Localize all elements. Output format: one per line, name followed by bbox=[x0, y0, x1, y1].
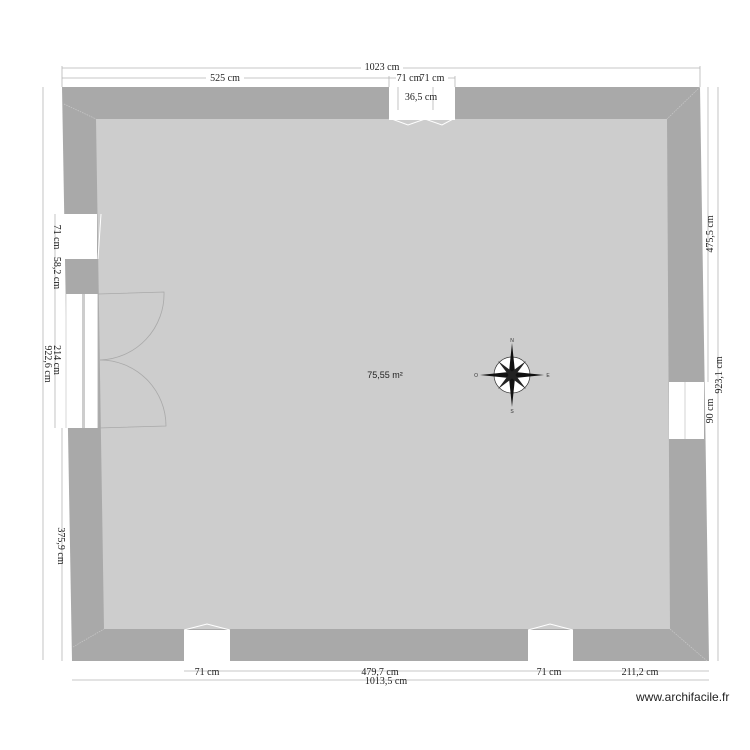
door-left-double[interactable] bbox=[65, 291, 167, 429]
dim-bottom-right-segment: 211,2 cm bbox=[622, 667, 659, 678]
dim-top-left-segment: 525 cm bbox=[210, 73, 240, 84]
dim-left-door-width: 214 cm bbox=[51, 345, 62, 375]
window-bottom-left[interactable] bbox=[183, 623, 231, 662]
dim-left-segment: 58,2 cm bbox=[51, 257, 62, 289]
dim-left-window-width: 71 cm bbox=[51, 225, 62, 250]
wall-corner-lines bbox=[63, 86, 708, 662]
watermark-link[interactable]: www.archifacile.fr bbox=[636, 690, 730, 704]
dimension-right: 475,5 cm 923,1 cm 90 cm bbox=[705, 87, 725, 661]
window-top[interactable] bbox=[388, 87, 456, 126]
compass-west: O bbox=[474, 373, 478, 379]
window-right[interactable] bbox=[669, 382, 704, 439]
compass-south: S bbox=[510, 409, 514, 415]
dimension-bottom: 71 cm 479,7 cm 71 cm 211,2 cm 1013,5 cm bbox=[72, 667, 709, 687]
dim-right-window-width: 90 cm bbox=[705, 398, 716, 423]
dim-top-window-overlap: 71 cm bbox=[420, 73, 445, 84]
compass-north: N bbox=[510, 338, 514, 344]
dim-left-total: 922,6 cm bbox=[42, 345, 53, 382]
dim-bottom-total: 1013,5 cm bbox=[365, 676, 407, 687]
dim-top-total: 1023 cm bbox=[365, 62, 400, 73]
dim-bottom-right-window: 71 cm bbox=[537, 667, 562, 678]
dim-right-top-segment: 475,5 cm bbox=[705, 215, 716, 252]
dim-top-window-width: 71 cm bbox=[397, 73, 422, 84]
dim-bottom-middle-segment: 479,7 cm bbox=[361, 667, 398, 678]
dim-top-window-depth: 36,5 cm bbox=[405, 92, 437, 103]
window-bottom-right[interactable] bbox=[527, 623, 574, 662]
dimension-top: 1023 cm 525 cm 71 cm 71 cm 36,5 cm bbox=[61, 61, 701, 103]
dimension-left: 71 cm 58,2 cm 214 cm 922,6 cm 375,9 cm bbox=[42, 87, 66, 661]
dim-bottom-left-window: 71 cm bbox=[195, 667, 220, 678]
room-area-label: 75,55 m² bbox=[367, 370, 403, 380]
compass-east: E bbox=[546, 373, 550, 379]
room-floor[interactable] bbox=[96, 119, 670, 629]
window-left[interactable] bbox=[64, 213, 102, 260]
dim-right-total: 923,1 cm bbox=[714, 356, 725, 393]
compass-rose-icon[interactable]: N S E O bbox=[474, 338, 550, 415]
dim-left-bottom-segment: 375,9 cm bbox=[55, 527, 66, 564]
